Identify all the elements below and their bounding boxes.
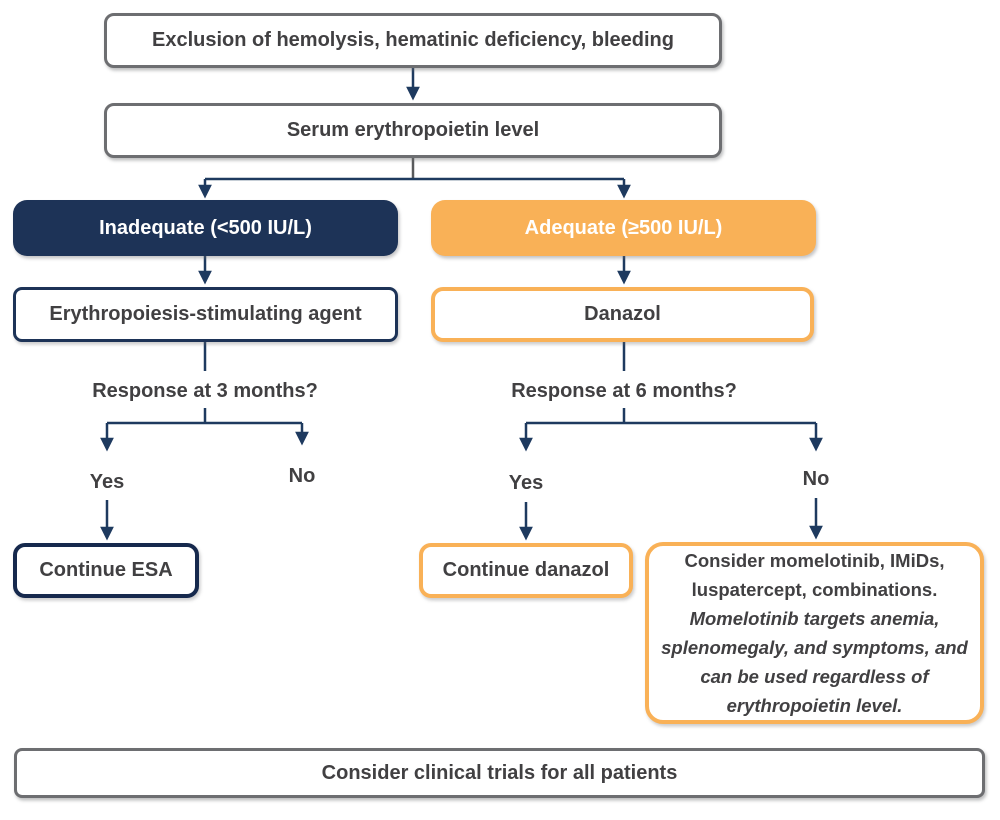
node-consider-momelotinib: Consider momelotinib, IMiDs, luspatercep… (645, 542, 984, 724)
edge-label-yes-left: Yes (89, 471, 125, 493)
edge-label-no-right: No (802, 468, 830, 490)
edge-label-yes-right: Yes (508, 472, 544, 494)
consider-main-text: Consider momelotinib, IMiDs, luspatercep… (684, 550, 945, 600)
node-inadequate-epo: Inadequate (<500 IU/L) (13, 200, 398, 256)
node-esa: Erythropoiesis-stimulating agent (13, 287, 398, 342)
edge-label-no-left: No (288, 465, 316, 487)
question-response-3-months: Response at 3 months? (92, 380, 318, 402)
node-serum-epo-level: Serum erythropoietin level (104, 103, 722, 158)
node-exclusion: Exclusion of hemolysis, hematinic defici… (104, 13, 722, 68)
node-danazol: Danazol (431, 287, 814, 342)
question-response-6-months: Response at 6 months? (511, 380, 737, 402)
node-clinical-trials: Consider clinical trials for all patient… (14, 748, 985, 798)
node-continue-danazol: Continue danazol (419, 543, 633, 598)
node-continue-esa: Continue ESA (13, 543, 199, 598)
consider-italic-note: Momelotinib targets anemia, splenomegaly… (661, 608, 968, 716)
node-adequate-epo: Adequate (≥500 IU/L) (431, 200, 816, 256)
